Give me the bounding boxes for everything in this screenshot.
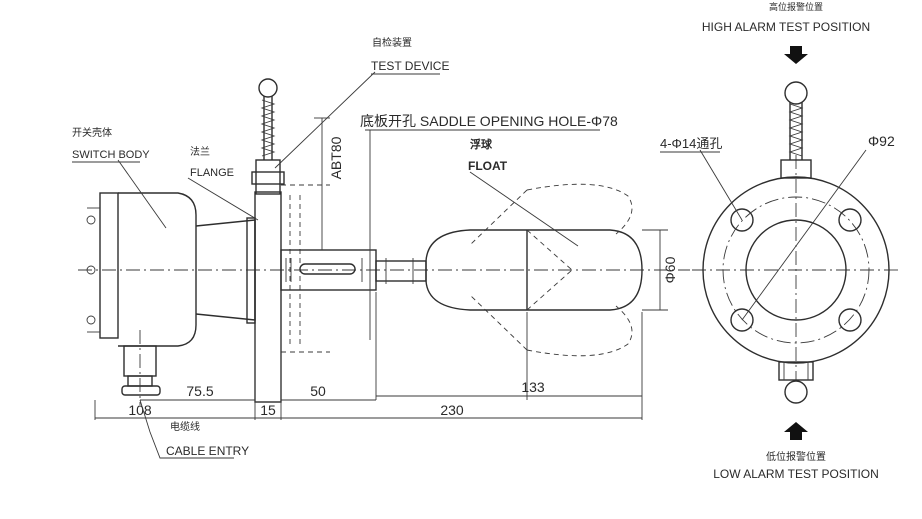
label-low-alarm-en: LOW ALARM TEST POSITION: [713, 467, 879, 481]
bolt-hole-tr: [838, 208, 862, 232]
float-shaft: [375, 260, 427, 282]
flange-gasket: [246, 217, 256, 324]
dim-phi60: Φ60: [662, 256, 678, 283]
saddle-slot: [299, 263, 356, 275]
label-switch-body-cn: 开关壳体: [72, 126, 112, 139]
test-device-knob: [258, 78, 278, 98]
leader-flange: [187, 177, 259, 221]
horizontal-dimensions: [94, 292, 643, 420]
bolt-hole-br: [838, 308, 862, 332]
label-high-alarm-en: HIGH ALARM TEST POSITION: [702, 20, 870, 34]
label-cable-cn: 电缆线: [170, 420, 200, 433]
arrow-up-icon: [784, 422, 808, 440]
bolt-hole-tl: [730, 208, 754, 232]
test-device-spring: [260, 99, 276, 157]
label-test-device-en: TEST DEVICE: [371, 59, 449, 73]
dim-15: 15: [260, 402, 276, 418]
bolt-circle: [722, 196, 870, 344]
label-low-alarm-cn: 低位报警位置: [766, 450, 826, 463]
front-test-housing-bottom: [778, 361, 814, 381]
label-saddle-hole: 底板开孔 SADDLE OPENING HOLE-Φ78: [360, 113, 618, 129]
float-swing-up: [526, 183, 633, 235]
flange-inner-circle: [745, 219, 847, 321]
flange: [254, 191, 282, 403]
dim-133: 133: [521, 379, 545, 395]
bolt-hole-bl: [730, 308, 754, 332]
leader-holes: [699, 149, 743, 221]
dim-abt80: ABT80: [328, 136, 344, 179]
switch-body-cover: [99, 192, 119, 339]
label-dia-92: Φ92: [868, 133, 895, 149]
cover-bolt-mid: [86, 265, 96, 275]
label-flange-en: FLANGE: [190, 167, 234, 179]
float-body: [425, 229, 643, 311]
front-test-knob-top: [784, 81, 808, 105]
front-test-housing-top: [780, 159, 812, 179]
label-high-alarm-cn: 高位报警位置: [769, 1, 823, 13]
leader-switch-body: [117, 159, 167, 229]
float-swing-down: [526, 305, 633, 357]
leader-cable-entry: [139, 399, 234, 459]
label-holes: 4-Φ14通孔: [660, 136, 722, 151]
arrow-down-icon: [784, 46, 808, 64]
front-view: [692, 46, 900, 440]
test-device-nut: [251, 171, 285, 185]
dim-230: 230: [440, 402, 464, 418]
dim-50: 50: [310, 383, 326, 399]
leader-test-device: [274, 71, 376, 169]
cover-bolt-bottom: [86, 315, 96, 325]
dim-108: 108: [128, 402, 152, 418]
switch-body-housing: [118, 192, 197, 347]
side-view: ABT80 Φ60 75.5 50 133 108 15 230: [78, 71, 690, 459]
test-device-housing: [255, 159, 281, 195]
flange-outer-circle: [702, 176, 890, 364]
dim-75-5: 75.5: [186, 383, 213, 399]
cable-gland-cap: [121, 385, 161, 396]
front-test-knob-bottom: [784, 380, 808, 404]
leader-dia-92: [741, 149, 867, 321]
label-switch-body-en: SWITCH BODY: [72, 149, 150, 161]
label-flange-cn: 法兰: [190, 145, 210, 158]
label-float-cn: 浮球: [470, 137, 493, 151]
leader-float: [469, 171, 579, 247]
cover-bolt-top: [86, 215, 96, 225]
label-cable-en: CABLE ENTRY: [166, 444, 249, 458]
label-float-en: FLOAT: [468, 159, 508, 173]
label-test-device-cn: 自检装置: [372, 36, 412, 49]
